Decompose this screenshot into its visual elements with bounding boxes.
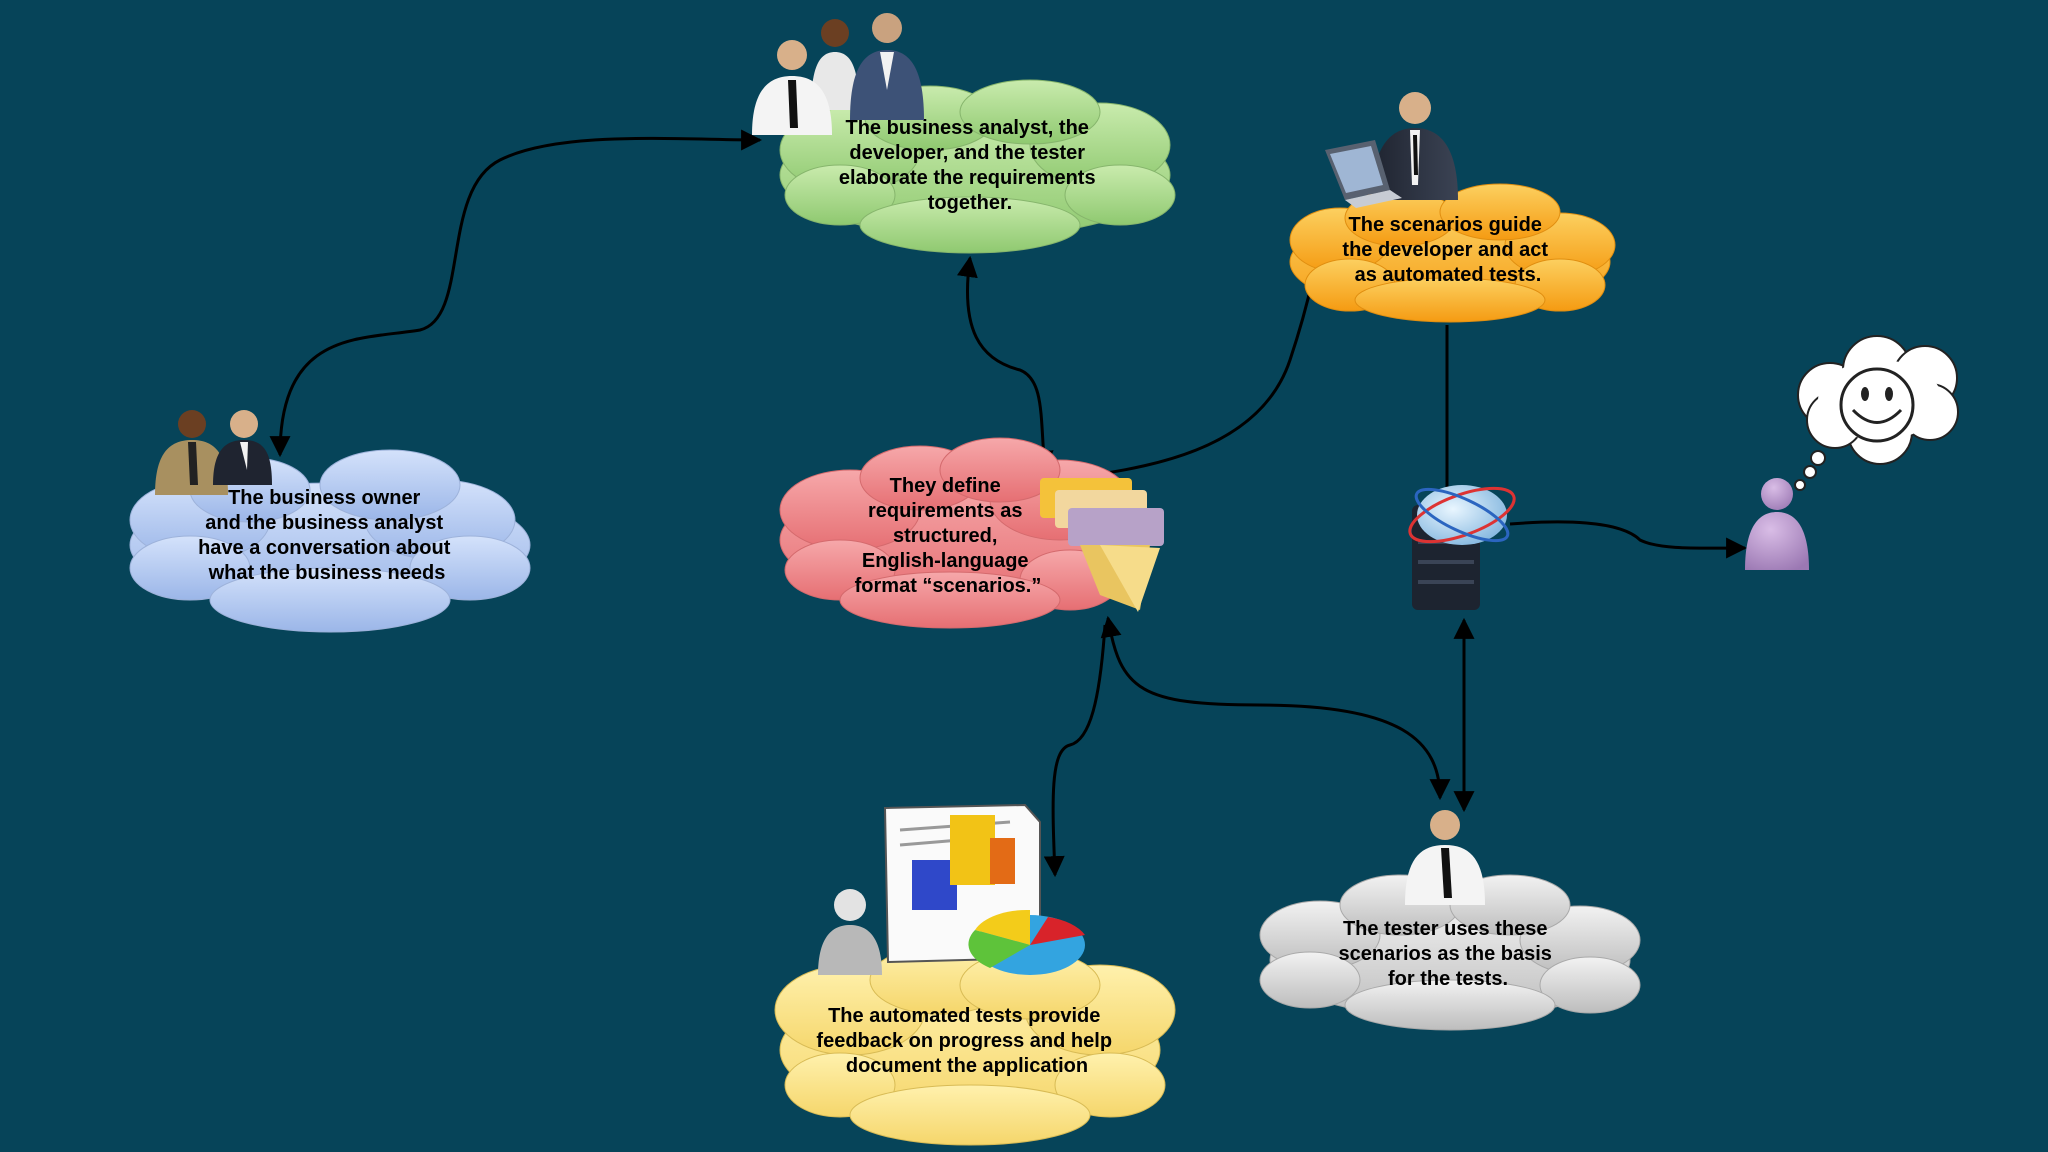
cloud-scenarios-line-1: They define bbox=[890, 475, 1001, 497]
arrow-scenarios-to-feedback bbox=[1043, 624, 1107, 878]
arrow-scenarios-to-tester bbox=[1100, 615, 1451, 801]
cloud-business-owner-line-3: have a conversation about bbox=[198, 537, 451, 559]
cloud-feedback-line-2: feedback on progress and help bbox=[816, 1030, 1112, 1052]
tester-person-icon bbox=[1405, 810, 1485, 905]
cloud-tester-line-2: scenarios as the basis bbox=[1338, 943, 1551, 965]
developer-laptop-icon bbox=[1325, 92, 1458, 208]
smiley-thought-icon bbox=[1794, 335, 1959, 491]
cloud-business-owner-line-1: The business owner bbox=[228, 487, 420, 509]
arrow-scenarios-to-developer bbox=[1047, 217, 1332, 489]
cloud-feedback-line-1: The automated tests provide bbox=[828, 1005, 1100, 1027]
cloud-developer: The scenarios guide the developer and ac… bbox=[1289, 183, 1616, 323]
arrow-collaboration-to-scenarios bbox=[957, 255, 1054, 473]
svg-text:The business analyst, the: The business analyst, the developer, and… bbox=[839, 117, 1101, 214]
cloud-developer-line-1: The scenarios guide bbox=[1349, 214, 1542, 236]
people-group-icon bbox=[752, 13, 924, 135]
cloud-collaboration-line-2: developer, and the tester bbox=[849, 142, 1085, 164]
cloud-developer-line-3: as automated tests. bbox=[1355, 264, 1542, 286]
cloud-business-owner-line-4: what the business needs bbox=[208, 562, 446, 584]
cloud-collaboration-line-4: together. bbox=[928, 192, 1012, 214]
business-people-icon bbox=[155, 410, 272, 495]
person-icon bbox=[818, 889, 882, 975]
cloud-scenarios-line-3: structured, bbox=[893, 525, 997, 547]
report-chart-icon bbox=[883, 803, 1085, 975]
connectors bbox=[269, 129, 1748, 878]
cloud-scenarios-line-4: English-language bbox=[862, 550, 1029, 572]
svg-text:The scenarios guide the: The scenarios guide the developer and ac… bbox=[1342, 214, 1553, 286]
cloud-collaboration: The business analyst, the developer, and… bbox=[779, 79, 1176, 254]
server-cloud-icon bbox=[1408, 485, 1516, 610]
cloud-tester-line-3: for the tests. bbox=[1388, 968, 1508, 990]
cloud-feedback-line-3: document the application bbox=[846, 1055, 1088, 1077]
happy-user-icon bbox=[1745, 478, 1809, 570]
cloud-scenarios-line-5: format “scenarios.” bbox=[855, 575, 1042, 597]
svg-text:The tester uses these sc: The tester uses these scenarios as the b… bbox=[1338, 918, 1557, 990]
cloud-scenarios-line-2: requirements as bbox=[868, 500, 1023, 522]
cloud-collaboration-line-3: elaborate the requirements bbox=[839, 167, 1096, 189]
arrow-owner-to-collaboration bbox=[269, 129, 763, 458]
cloud-tester: The tester uses these scenarios as the b… bbox=[1259, 874, 1641, 1031]
folders-icon bbox=[1040, 478, 1164, 612]
cloud-tester-line-1: The tester uses these bbox=[1343, 918, 1548, 940]
arrow-server-to-user bbox=[1509, 520, 1748, 559]
svg-text:The business owner and t: The business owner and the business anal… bbox=[198, 487, 456, 584]
cloud-collaboration-line-1: The business analyst, the bbox=[846, 117, 1089, 139]
svg-text:They define requirements: They define requirements as structured, … bbox=[855, 475, 1042, 597]
cloud-developer-line-2: the developer and act bbox=[1342, 239, 1548, 261]
cloud-business-owner-line-2: and the business analyst bbox=[205, 512, 443, 534]
svg-text:The automated tests provide: The automated tests provide feedback on … bbox=[816, 1005, 1117, 1077]
cloud-feedback: The automated tests provide feedback on … bbox=[774, 945, 1176, 1146]
